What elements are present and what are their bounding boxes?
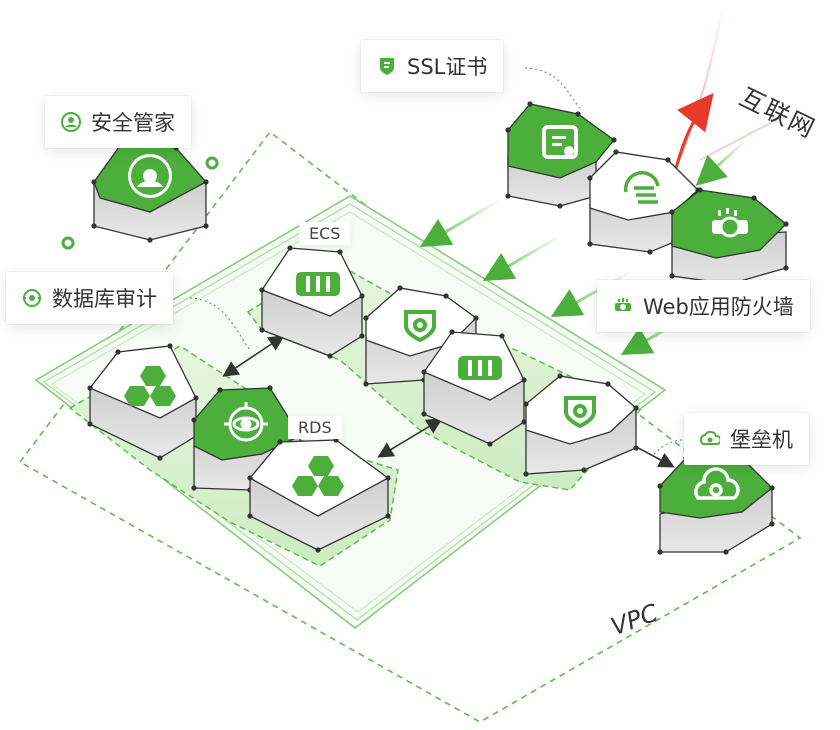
callout-waf: Web应用防火墙: [597, 280, 810, 332]
waf-block: [669, 187, 789, 287]
vpc-node-top: [205, 156, 219, 170]
shield-icon: [404, 310, 436, 343]
callout-bastion: 堡垒机: [684, 413, 809, 465]
ecs-shield-block-2: [523, 373, 639, 477]
audit-target-icon: [224, 402, 268, 442]
server-icon: [296, 272, 340, 296]
database-cluster-icon: [292, 456, 344, 496]
bastion-host-block: [657, 453, 775, 555]
ecs-block-1: [259, 245, 365, 359]
traffic-arrows: [419, 138, 748, 355]
shield-person-icon: [128, 154, 172, 198]
internet-gateway-block: [587, 149, 701, 255]
firewall-icon: [615, 298, 631, 311]
shield-icon: [564, 396, 596, 429]
ecs-tag: ECS: [299, 222, 351, 245]
rds-block-1: [87, 343, 199, 461]
cloud-gear-icon: [700, 430, 720, 445]
firewall-icon: [712, 208, 748, 238]
certificate-icon: [380, 58, 394, 75]
database-cluster-icon: [124, 366, 176, 406]
db-audit-label: 数据库审计: [52, 287, 157, 311]
rds-tag: RDS: [288, 416, 342, 439]
rds-block-2: [247, 437, 391, 553]
security-manager-block: [91, 137, 209, 243]
vpc-boundary: [18, 130, 802, 723]
certificate-icon: [542, 125, 578, 159]
callout-db-audit: 数据库审计: [6, 272, 173, 324]
audit-target-icon: [23, 289, 41, 307]
ssl-label: SSL证书: [407, 55, 488, 79]
security-label: 安全管家: [91, 111, 175, 135]
cloud-gear-icon: [694, 467, 740, 500]
waf-label: Web应用防火墙: [643, 295, 794, 319]
bastion-label: 堡垒机: [730, 428, 793, 452]
ssl-certificate-block: [505, 101, 617, 209]
shield-person-icon: [61, 112, 81, 132]
ecs-block-2: [421, 329, 527, 447]
server-icon: [458, 356, 502, 380]
callout-security: 安全管家: [45, 96, 191, 148]
callout-ssl: SSL证书: [361, 40, 504, 92]
vpc-node-left: [61, 236, 75, 250]
cloud-upload-icon: [623, 170, 660, 204]
subnet-outer: [34, 195, 667, 629]
